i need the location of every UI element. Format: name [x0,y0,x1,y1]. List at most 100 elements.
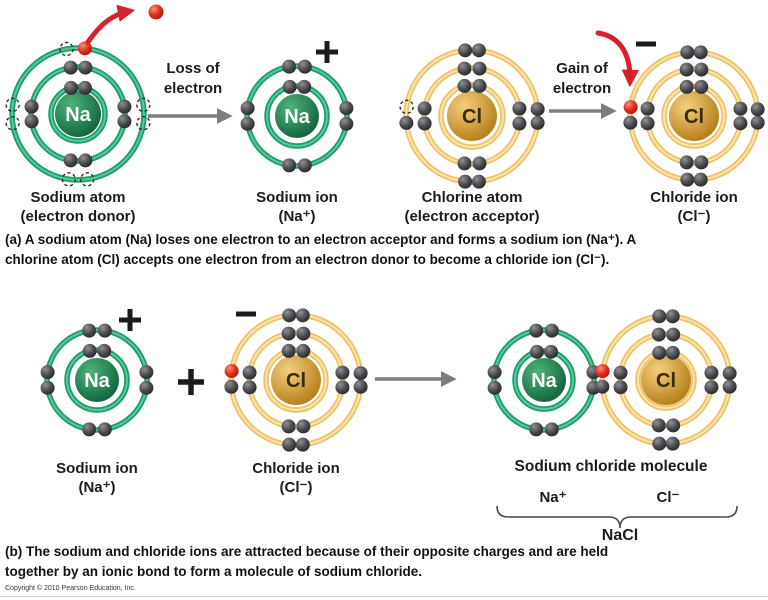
electron [335,380,350,395]
sodium-ion-plus-sign [316,41,338,63]
electron [512,101,527,116]
chloride-ion: Cl [623,45,765,187]
electron [544,344,559,359]
electron [417,116,432,131]
sodium-ion-b-symbol: Na [84,370,110,392]
electron [529,422,544,437]
sodium-atom-shell-highlight [30,66,126,162]
loss-of-electron-label-line2: electron [164,80,222,97]
electron [282,59,297,74]
electron [224,379,239,394]
chlorine-atom-shell-highlight [440,84,504,148]
electron [487,365,502,380]
electron [77,80,92,95]
sodium-ion-symbol: Na [284,106,310,128]
sodium-ion-label: Sodium ion [256,189,338,206]
electron [117,99,132,114]
chloride-ion-b-shell-highlight [248,332,344,428]
molecule-chloride-ion: Cl [595,309,737,451]
electron [680,45,695,60]
electron [750,102,765,117]
copyright-notice: Copyright © 2010 Pearson Education, Inc. [5,585,136,592]
electron-vacancy [5,97,20,113]
molecule-sodium-ion: Na [487,323,601,437]
sodium-atom-symbol: Na [65,104,91,126]
electron [595,379,610,394]
gain-of-electron-label-line2: electron [553,80,611,97]
electron [240,116,255,131]
chlorine-atom-label: Chlorine atom [422,189,523,206]
caption-a: (a) A sodium atom (Na) loses one electro… [5,230,765,269]
transferred-electron [623,100,638,115]
electron [530,102,545,117]
electron [623,115,638,130]
chlorine-atom-nucleus [447,91,497,141]
electron [399,115,414,130]
electron-vacancy [79,172,95,187]
electron [296,326,311,341]
free-electron [148,4,164,20]
chloride-ion-b-symbol: Cl [286,370,306,392]
electron [82,323,97,338]
sodium-ion-b-sublabel: (Na⁺) [78,479,115,496]
electron [457,61,472,76]
electron [295,308,310,323]
caption-a-line1: (a) A sodium atom (Na) loses one electro… [5,232,637,247]
electron [472,156,487,171]
electron [97,422,112,437]
electron [295,437,310,452]
electron [97,343,112,358]
electron [64,80,79,95]
sodium-atom-shell-highlight [50,86,106,142]
caption-b-line2: together by an ionic bond to form a mole… [5,563,423,579]
chlorine-atom: Cl [399,43,545,189]
electron [693,45,708,60]
loss-of-electron-label-line1: Loss of [166,60,220,77]
molecule-cl-charge-label: Cl⁻ [657,489,680,506]
electron [117,114,132,129]
gain-of-electron-label-line1: Gain of [556,60,609,77]
electron [297,59,312,74]
electron [613,380,628,395]
chloride-ion-shell-highlight [646,68,742,164]
electron [471,174,486,189]
electron [471,43,486,58]
electron [40,380,55,395]
electron [666,327,681,342]
chlorine-atom-sublabel: (electron acceptor) [404,208,539,225]
electron [240,101,255,116]
electron [693,172,708,187]
electron [530,115,545,130]
chloride-ion-label: Chloride ion [650,189,738,206]
nacl-brace [496,505,738,529]
electron [40,365,55,380]
chloride-ion-nucleus [669,91,719,141]
electron [529,344,544,359]
electron [282,437,297,452]
chloride-ion-b-shell-highlight [265,349,327,411]
electron [679,155,694,170]
electron [458,43,473,58]
electron [281,419,296,434]
molecule-sodium-ion-shell-highlight [514,350,574,410]
electron [335,365,350,380]
electron [24,114,39,129]
electron-gain-red-arrow [595,30,640,88]
electron [722,366,737,381]
sodium-atom-sublabel: (electron donor) [21,208,136,225]
electron [297,158,312,173]
electron [733,116,748,131]
plus-operator-sign [178,369,204,395]
sodium-atom-label: Sodium atom [30,189,125,206]
electron [63,153,78,168]
electron [296,343,311,358]
sodium-ion-nucleus [275,94,319,138]
chlorine-atom-symbol: Cl [462,106,482,128]
molecule-sodium-ion-symbol: Na [531,370,557,392]
electron [665,436,680,451]
chloride-ion-b-nucleus [271,355,321,405]
molecule-label: Sodium chloride molecule [515,458,708,475]
chloride-ion-b-label: Chloride ion [252,460,340,477]
electron [529,323,544,338]
